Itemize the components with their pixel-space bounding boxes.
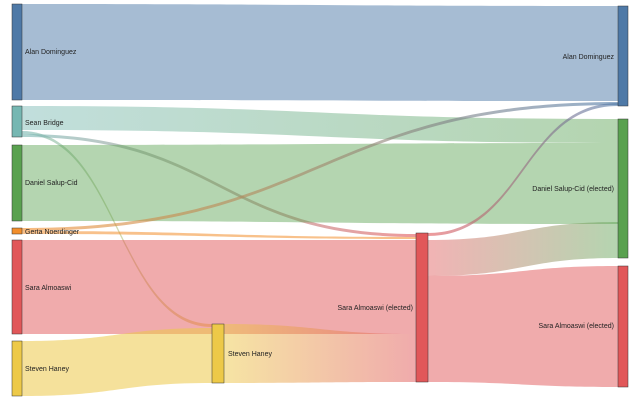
label-steven-source: Steven Haney [25, 366, 69, 373]
label-sara-target: Sara Almoaswi (elected) [539, 323, 614, 330]
link-steven-to-steven-mid [22, 328, 212, 396]
labels: Alan Dominguez Sean Bridge Daniel Salup-… [25, 49, 614, 373]
link-alan-to-alan [22, 4, 618, 101]
node-gerta-source[interactable] [11, 227, 23, 235]
link-sara-mid-to-sara [428, 266, 618, 387]
link-sara-to-sara-mid [22, 240, 416, 334]
node-sean-source[interactable] [11, 105, 23, 138]
link-gerta-to-alan [22, 102, 618, 231]
label-gerta-source: Gerta Noerdinger [25, 229, 80, 236]
label-daniel-target: Daniel Salup-Cid (elected) [532, 186, 614, 193]
node-alan-target[interactable] [617, 5, 629, 107]
node-sara-middle[interactable] [415, 232, 429, 383]
node-daniel-target[interactable] [617, 118, 629, 259]
nodes [11, 3, 629, 397]
node-alan-source[interactable] [11, 3, 23, 101]
link-sean-to-daniel [22, 106, 618, 143]
label-alan-target: Alan Dominguez [563, 54, 615, 61]
node-sara-target[interactable] [617, 265, 629, 388]
label-sara-source: Sara Almoaswi [25, 285, 72, 292]
label-sara-middle: Sara Almoaswi (elected) [338, 305, 413, 312]
node-steven-source[interactable] [11, 340, 23, 397]
node-steven-middle[interactable] [211, 323, 225, 384]
link-sara-mid-to-alan [428, 103, 618, 236]
link-daniel-to-daniel [22, 143, 618, 224]
label-sean-source: Sean Bridge [25, 120, 64, 127]
link-sara-mid-to-daniel [428, 222, 618, 276]
node-daniel-source[interactable] [11, 144, 23, 222]
label-alan-source: Alan Dominguez [25, 49, 77, 56]
link-steven-mid-to-sara-mid [224, 324, 416, 383]
node-sara-source[interactable] [11, 239, 23, 335]
link-gerta-to-sara-mid [22, 231, 416, 239]
links [22, 4, 618, 396]
label-steven-middle: Steven Haney [228, 351, 272, 358]
label-daniel-source: Daniel Salup-Cid [25, 180, 78, 187]
link-sean-to-sara-mid [22, 134, 416, 237]
